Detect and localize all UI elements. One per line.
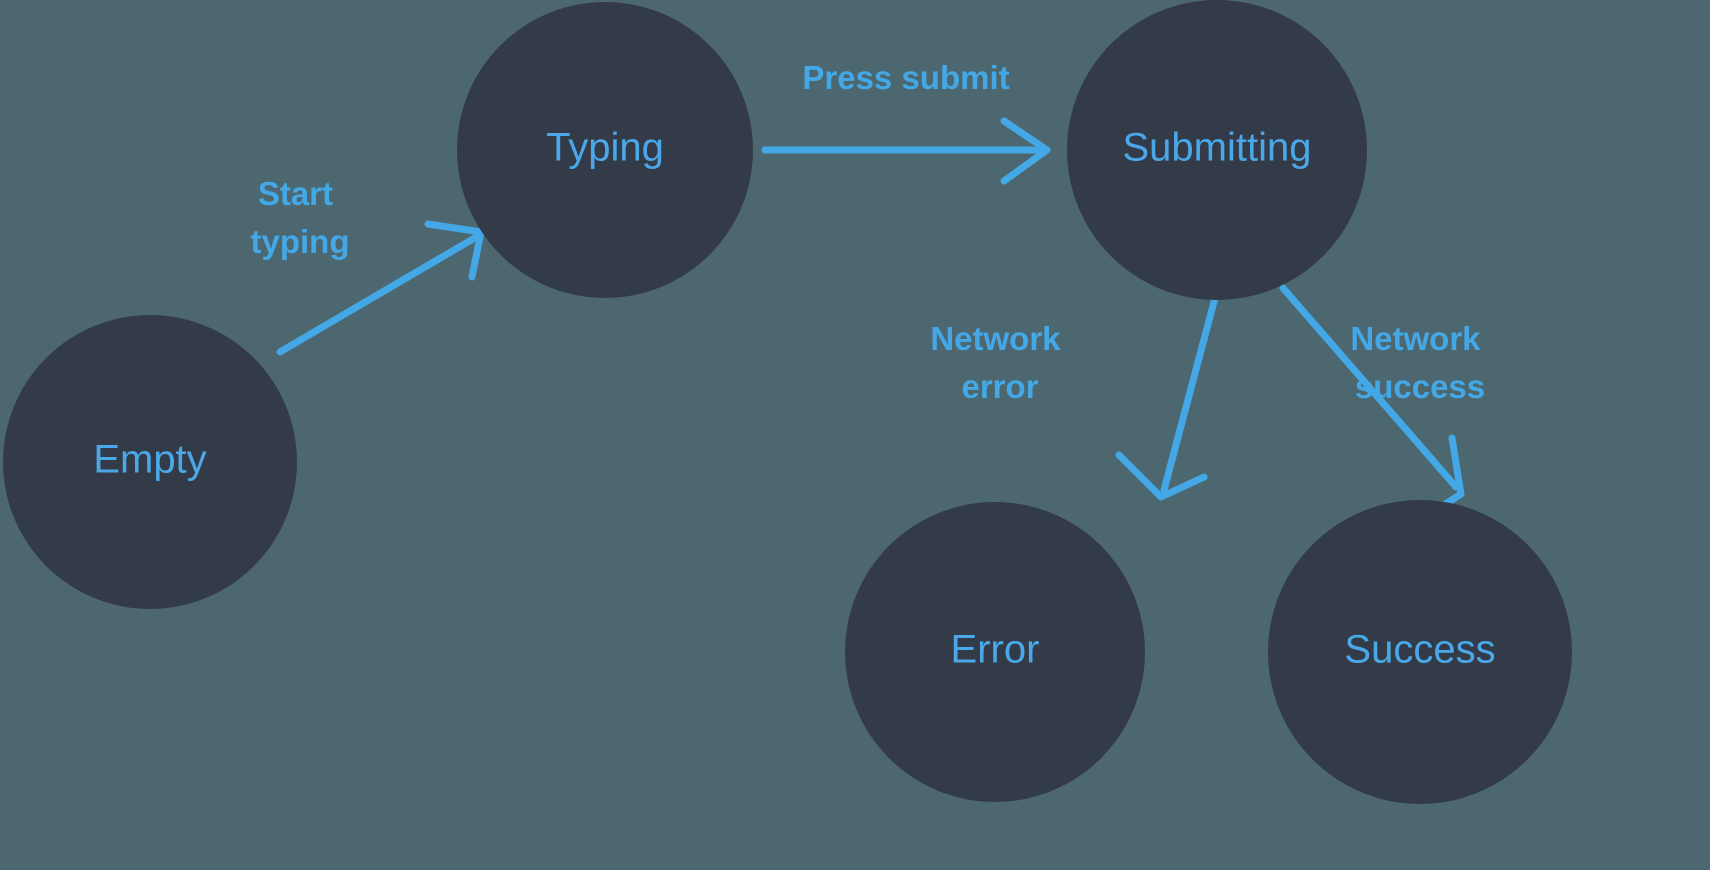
node-empty-circle[interactable] bbox=[3, 315, 297, 609]
edge-start-typing-line bbox=[276, 232, 482, 356]
edge-label-network-error-line-1: Network bbox=[930, 320, 1061, 357]
edge-label-network-success-line-2: success bbox=[1355, 368, 1485, 405]
node-typing-circle[interactable] bbox=[457, 2, 753, 298]
node-error-label: Error bbox=[951, 628, 1040, 672]
node-error[interactable]: Error bbox=[845, 502, 1145, 802]
edge-label-start-typing-line-2: typing bbox=[251, 223, 350, 260]
node-empty[interactable]: Empty bbox=[3, 315, 297, 609]
node-empty-label: Empty bbox=[93, 438, 206, 482]
node-success-label: Success bbox=[1344, 628, 1495, 672]
edge-label-press-submit: Press submit bbox=[802, 59, 1009, 96]
edge-label-network-success: Network success bbox=[1350, 320, 1489, 405]
edge-network-error-line bbox=[1160, 294, 1219, 494]
edge-label-network-error: Network error bbox=[930, 320, 1069, 405]
edge-network-error-arrowhead bbox=[1115, 451, 1208, 501]
edge-press-submit-arrowhead bbox=[1000, 117, 1051, 185]
edge-network-success-line bbox=[1279, 284, 1460, 491]
node-success[interactable]: Success bbox=[1268, 500, 1572, 804]
edge-press-submit bbox=[761, 117, 1051, 185]
edge-start-typing bbox=[276, 220, 485, 356]
node-success-circle[interactable] bbox=[1268, 500, 1572, 804]
edge-label-start-typing-line-1: Start bbox=[258, 175, 333, 212]
node-submitting-label: Submitting bbox=[1123, 126, 1312, 170]
node-typing[interactable]: Typing bbox=[457, 2, 753, 298]
edge-start-typing-arrowhead bbox=[424, 220, 485, 281]
node-error-circle[interactable] bbox=[845, 502, 1145, 802]
edge-label-press-submit-line-1: Press submit bbox=[802, 59, 1009, 96]
edge-network-error bbox=[1115, 294, 1219, 501]
edge-label-network-success-line-1: Network bbox=[1350, 320, 1481, 357]
node-submitting[interactable]: Submitting bbox=[1067, 0, 1367, 300]
edge-label-start-typing: Start typing bbox=[251, 175, 350, 260]
node-typing-label: Typing bbox=[546, 126, 664, 170]
node-submitting-circle[interactable] bbox=[1067, 0, 1367, 300]
edge-label-network-error-line-2: error bbox=[961, 368, 1038, 405]
